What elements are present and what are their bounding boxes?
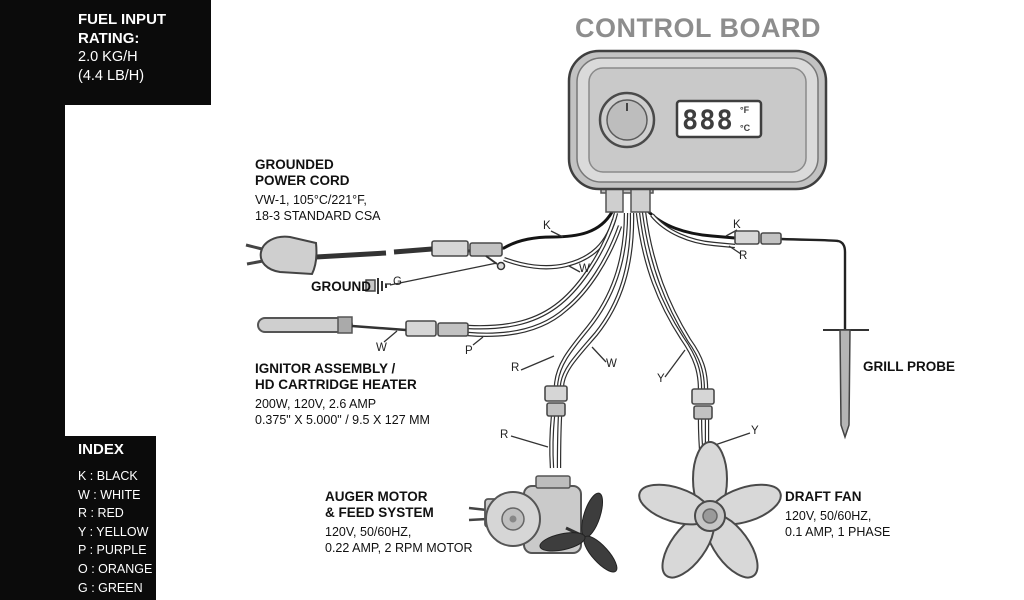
fan-title-1: DRAFT FAN: [785, 489, 862, 504]
auger-desc-1: 120V, 50/60HZ,: [325, 525, 412, 539]
power-cord-label: GROUNDED POWER CORD VW-1, 105°C/221°F, 1…: [255, 157, 381, 224]
ground-label: GROUND: [311, 279, 371, 294]
fuel-title-line1: FUEL INPUT: [78, 11, 167, 28]
wire-label-power-black: K: [543, 220, 551, 232]
wire-label-fan-yellow-2: Y: [751, 425, 759, 437]
index-entry-purple: P : PURPLE: [78, 543, 147, 558]
auger-title-1: AUGER MOTOR: [325, 489, 428, 504]
fan-wires: [635, 211, 710, 463]
display-unit-f: °F: [740, 105, 750, 115]
fuel-title-line2: RATING:: [78, 30, 140, 47]
ignitor-drawing: [257, 316, 407, 334]
auger-desc-2: 0.22 AMP, 2 RPM MOTOR: [325, 540, 473, 555]
index-entry-green: G : GREEN: [78, 580, 143, 595]
fuel-panel: [0, 0, 211, 105]
knob-dial: [598, 91, 656, 149]
index-panel: [0, 436, 156, 600]
power-cord-desc-1: VW-1, 105°C/221°F,: [255, 193, 367, 207]
auger-motor-drawing: [468, 475, 618, 573]
power-cord-desc-2: 18-3 STANDARD CSA: [255, 208, 381, 223]
wire-label-ignitor-purple: P: [465, 345, 473, 357]
wire-label-auger-red: R: [511, 362, 520, 374]
grill-probe-label: GRILL PROBE: [863, 359, 956, 374]
index-entry-orange: O : ORANGE: [78, 561, 153, 576]
index-entry-red: R : RED: [78, 506, 124, 521]
auger-blade: [539, 492, 618, 573]
auger-wires: [549, 212, 635, 469]
wire-label-ground-green: G: [393, 276, 402, 288]
index-entry-yellow: Y : YELLOW: [78, 524, 149, 539]
auger-title-2: & FEED SYSTEM: [325, 505, 434, 520]
index-title: INDEX: [78, 441, 124, 458]
wire-label-probe-red: R: [739, 250, 748, 262]
wire-label-power-white: W: [579, 263, 590, 275]
power-cord-title-1: GROUNDED: [255, 157, 334, 172]
fuel-value-line1: 2.0 KG/H: [78, 49, 138, 65]
digital-display: 888 °F °C: [675, 99, 763, 139]
power-plug: [245, 235, 433, 276]
ground-symbol: [365, 278, 387, 294]
ignitor-title-2: HD CARTRIDGE HEATER: [255, 377, 417, 392]
wire-label-fan-yellow: Y: [657, 373, 665, 385]
ignitor-desc-2: 0.375" X 5.000" / 9.5 X 127 MM: [255, 412, 430, 427]
display-unit-c: °C: [740, 123, 751, 133]
power-cord-title-2: POWER CORD: [255, 173, 350, 188]
control-board-title: CONTROL BOARD: [575, 13, 821, 43]
fuel-value-line2: (4.4 LB/H): [78, 68, 145, 84]
fan-desc-2: 0.1 AMP, 1 PHASE: [785, 524, 891, 539]
ignitor-wires: [467, 219, 623, 337]
ignitor-label: IGNITOR ASSEMBLY / HD CARTRIDGE HEATER 2…: [255, 361, 430, 428]
draft-fan-label: DRAFT FAN 120V, 50/60HZ, 0.1 AMP, 1 PHAS…: [785, 489, 890, 540]
auger-motor-label: AUGER MOTOR & FEED SYSTEM 120V, 50/60HZ,…: [325, 489, 473, 556]
index-entry-white: W : WHITE: [78, 487, 141, 502]
fuel-input-block: FUEL INPUT RATING: 2.0 KG/H (4.4 LB/H): [78, 10, 210, 86]
control-board-drawing: 888 °F °C: [567, 49, 828, 213]
ignitor-desc-1: 200W, 120V, 2.6 AMP: [255, 397, 377, 411]
display-digits: 888: [682, 105, 734, 136]
wire-connectors: [389, 230, 782, 420]
wire-label-ignitor-white: W: [376, 342, 387, 354]
wire-label-auger-red-2: R: [500, 429, 509, 441]
fan-desc-1: 120V, 50/60HZ,: [785, 509, 872, 523]
index-block: INDEX K : BLACK W : WHITE R : RED Y : YE…: [78, 441, 152, 597]
probe-wires: [646, 209, 847, 329]
index-entry-black: K : BLACK: [78, 469, 138, 483]
ignitor-title-1: IGNITOR ASSEMBLY /: [255, 361, 396, 376]
grill-probe-drawing: [823, 329, 869, 440]
wire-label-auger-white: W: [606, 358, 617, 370]
wire-label-probe-black: K: [733, 219, 741, 231]
draft-fan-drawing: [638, 441, 782, 579]
